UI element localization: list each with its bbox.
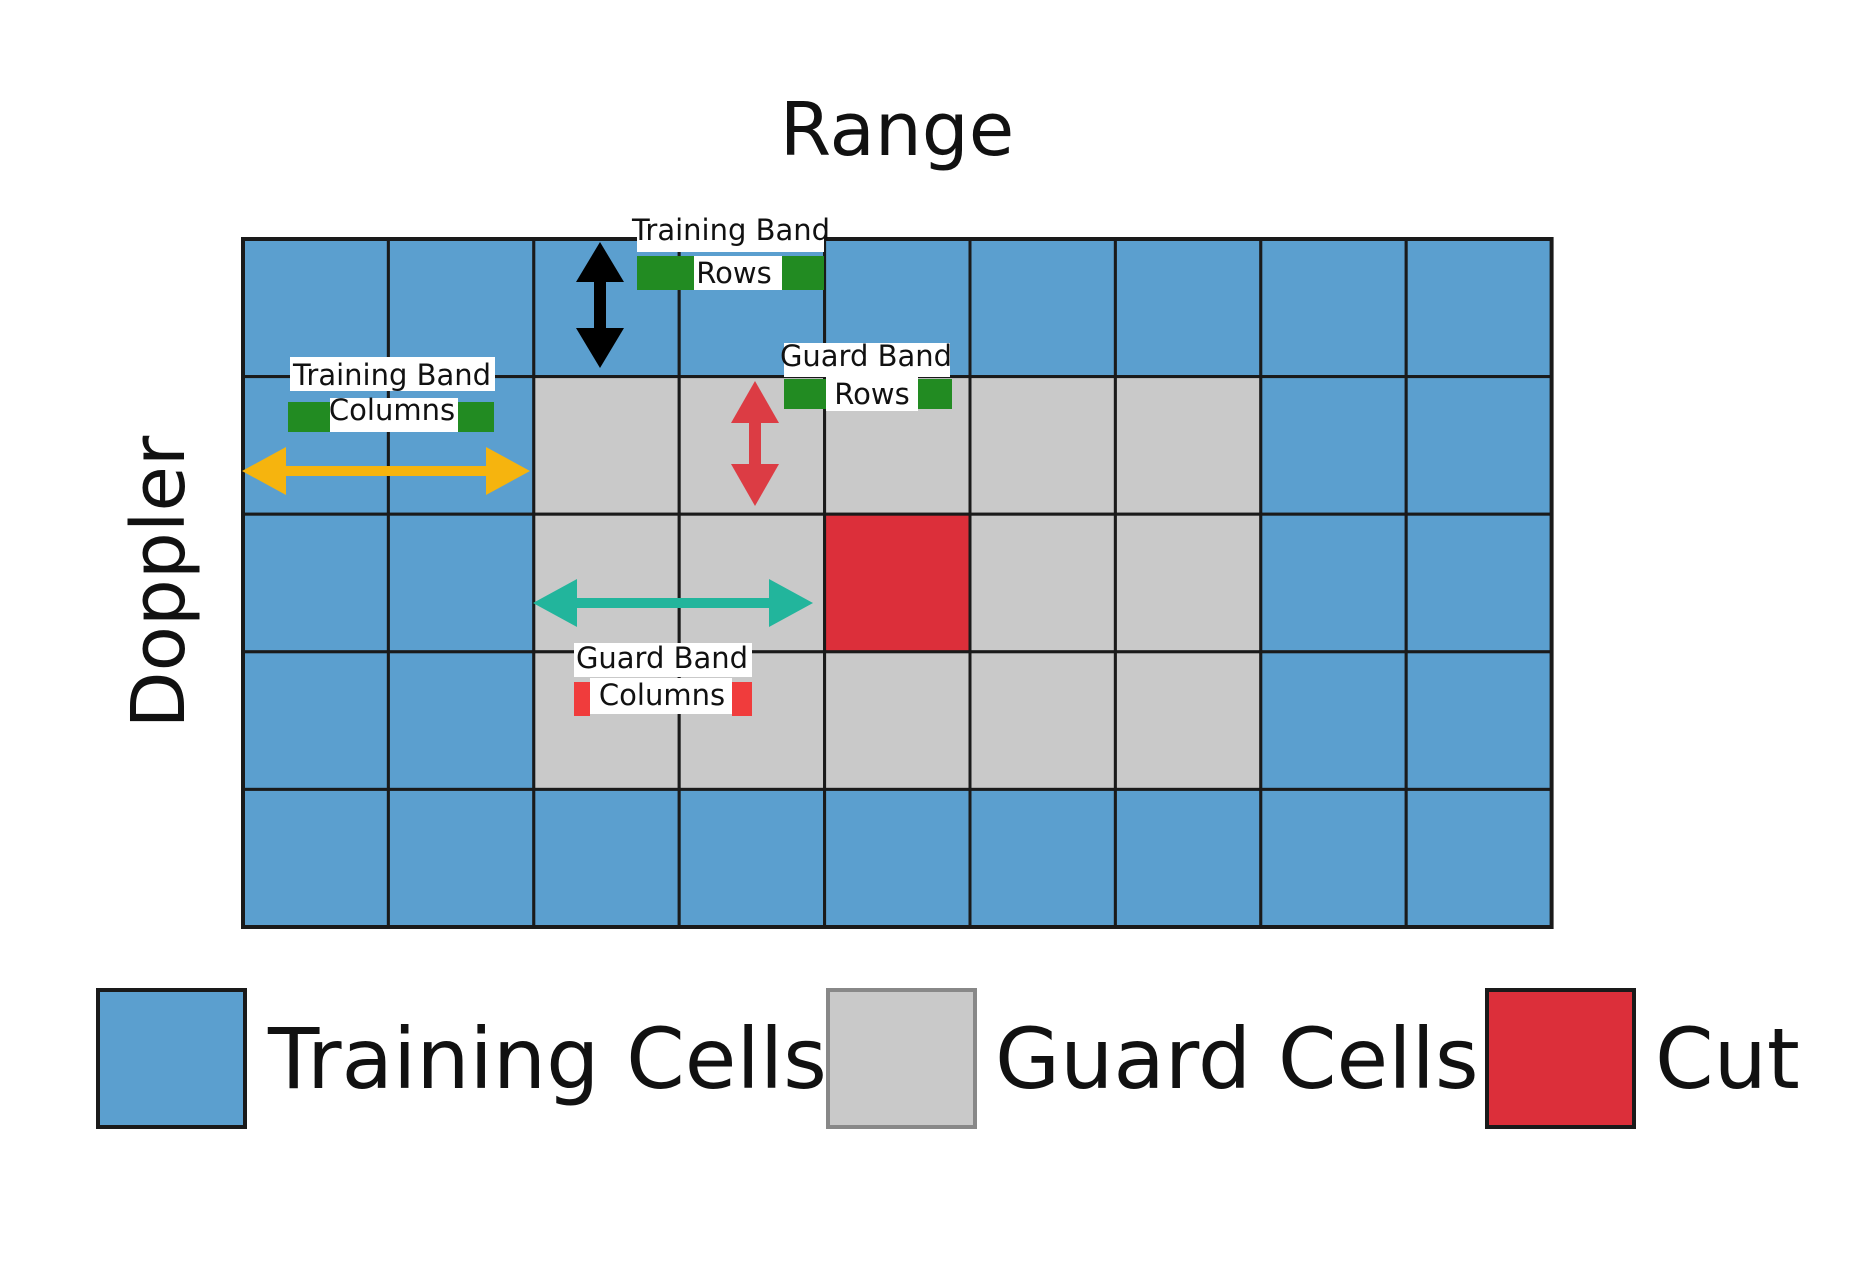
cell-training [1113, 237, 1263, 379]
guard-band-rows-line1: Guard Band [780, 339, 952, 373]
cell-training [968, 787, 1117, 929]
legend: Training Cells Guard Cells Cut [96, 988, 1800, 1129]
training-band-rows-tag: Training Band Rows [631, 213, 830, 290]
cell-guard [1113, 512, 1263, 654]
guard-band-columns-line2: Columns [599, 678, 725, 712]
tag-accent-right [732, 682, 752, 716]
cell-training [1259, 650, 1408, 791]
training-band-columns-tag: Training Band Columns [288, 357, 495, 432]
cell-guard [1113, 375, 1263, 516]
cell-guard [532, 375, 681, 516]
legend-swatch-training [96, 988, 247, 1129]
cell-guard [968, 650, 1117, 791]
cell-training [1404, 375, 1554, 516]
tag-accent-right [458, 402, 494, 432]
cell-training [1404, 787, 1554, 929]
cell-guard [532, 512, 681, 654]
tag-accent-left [784, 379, 826, 409]
cell-training [968, 237, 1117, 379]
cell-training [1404, 650, 1554, 791]
cell-training [386, 237, 536, 379]
cell-training [386, 512, 536, 654]
cell-guard [968, 512, 1117, 654]
training-band-rows-line2: Rows [696, 256, 771, 290]
cell-training [241, 650, 390, 791]
cell-guard [823, 650, 972, 791]
cell-training [1259, 787, 1408, 929]
cell-training [677, 787, 827, 929]
cell-grid [241, 237, 1554, 929]
doppler-axis-label: Doppler [116, 435, 202, 728]
training-band-columns-line1: Training Band [292, 358, 491, 392]
cell-training [241, 237, 390, 379]
legend-swatch-guard [826, 988, 977, 1129]
legend-swatch-cut [1485, 988, 1636, 1129]
legend-label-cut: Cut [1655, 1010, 1800, 1108]
cell-training [386, 650, 536, 791]
arrows [242, 242, 813, 627]
range-axis-label: Range [780, 87, 1015, 173]
tag-accent-left [574, 682, 590, 716]
cell-training [1404, 512, 1554, 654]
cell-guard [677, 512, 827, 654]
training-band-columns-arrow [242, 447, 530, 495]
tag-accent-left [288, 402, 330, 432]
cell-guard [1113, 650, 1263, 791]
training-band-columns-line2: Columns [329, 393, 455, 427]
cell-training [1113, 787, 1263, 929]
tag-accent-right [782, 256, 824, 290]
guard-band-columns-tag: Guard Band Columns [574, 641, 752, 716]
legend-label-guard: Guard Cells [995, 1010, 1479, 1108]
training-band-rows-line1: Training Band [631, 213, 830, 247]
cell-training [1259, 237, 1408, 379]
tag-accent-right [918, 379, 952, 409]
guard-band-rows-line2: Rows [834, 377, 909, 411]
guard-band-columns-line1: Guard Band [576, 641, 748, 675]
legend-label-training: Training Cells [267, 1010, 827, 1108]
cell-training [241, 512, 390, 654]
legend-item-guard: Guard Cells [826, 988, 1479, 1129]
guard-band-rows-tag: Guard Band Rows [780, 339, 952, 411]
cell-training [241, 787, 390, 929]
tag-accent-left [637, 256, 694, 290]
legend-item-cut: Cut [1485, 988, 1800, 1129]
guard-band-rows-arrow [731, 381, 779, 506]
cell-training [823, 787, 972, 929]
cell-training [532, 787, 681, 929]
cell-guard [968, 375, 1117, 516]
cell-training [1404, 237, 1554, 379]
cell-training [1259, 512, 1408, 654]
training-band-rows-arrow [576, 242, 624, 368]
cell-cut [823, 512, 972, 654]
guard-band-columns-arrow [533, 579, 813, 627]
cell-training [386, 787, 536, 929]
legend-item-training: Training Cells [96, 988, 827, 1129]
grid-border [241, 237, 1554, 929]
cell-training [1259, 375, 1408, 516]
